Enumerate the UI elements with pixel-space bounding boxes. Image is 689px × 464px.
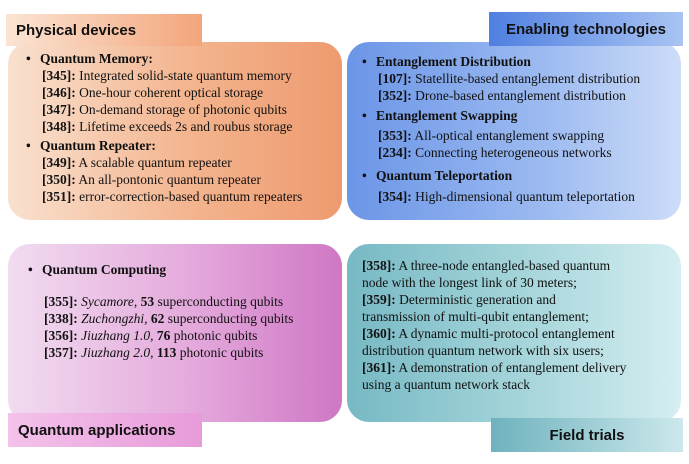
list-item: [354]: High-dimensional quantum teleport…	[378, 189, 635, 204]
list-item: [359]: Deterministic generation and	[362, 292, 556, 307]
list-item: [360]: A dynamic multi-protocol entangle…	[362, 326, 615, 341]
quantum-applications-title: Quantum applications	[18, 421, 176, 439]
enabling-technologies-list: Entanglement Distribution [107]: Statell…	[362, 53, 640, 205]
physical-devices-list: Quantum Memory: [345]: Integrated solid-…	[26, 50, 302, 205]
list-item: [345]: Integrated solid-state quantum me…	[42, 68, 292, 83]
group-heading: Entanglement Distribution	[362, 53, 640, 70]
field-trials-title: Field trials	[549, 426, 625, 444]
enabling-technologies-tag: Enabling technologies	[489, 12, 683, 46]
enabling-technologies-panel	[347, 42, 681, 220]
list-item-continuation: node with the longest link of 30 meters;	[362, 275, 577, 290]
list-item: [346]: One-hour coherent optical storage	[42, 85, 264, 100]
group-heading: Quantum Memory:	[26, 50, 302, 67]
quantum-applications-tag: Quantum applications	[8, 413, 202, 447]
list-item: [350]: An all-pontonic quantum repeater	[42, 172, 261, 187]
quantum-applications-list: Quantum Computing [355]: Sycamore, 53 su…	[28, 261, 293, 361]
group-heading: Quantum Teleportation	[362, 167, 640, 184]
list-item: [355]: Sycamore, 53 superconducting qubi…	[44, 294, 284, 309]
physical-devices-tag: Physical devices	[6, 14, 202, 46]
physical-devices-panel	[8, 42, 342, 220]
list-item: [352]: Drone-based entanglement distribu…	[378, 88, 626, 103]
list-item: [349]: A scalable quantum repeater	[42, 155, 232, 170]
enabling-technologies-title: Enabling technologies	[505, 20, 666, 38]
list-item: [347]: On-demand storage of photonic qub…	[42, 102, 287, 117]
field-trials-panel	[347, 244, 681, 422]
list-item: [234]: Connecting heterogeneous networks	[378, 145, 612, 160]
list-item: [348]: Lifetime exceeds 2s and roubus st…	[42, 119, 293, 134]
list-item-continuation: using a quantum network stack	[362, 377, 530, 392]
group-heading: Quantum Computing	[28, 261, 293, 278]
list-item-continuation: distribution quantum network with six us…	[362, 343, 604, 358]
list-item: [361]: A demonstration of entanglement d…	[362, 360, 627, 375]
physical-devices-title: Physical devices	[16, 21, 137, 39]
list-item: [107]: Statellite-based entanglement dis…	[378, 71, 641, 86]
list-item-continuation: transmission of multi-qubit entanglement…	[362, 309, 589, 324]
list-item: [356]: Jiuzhang 1.0, 76 photonic qubits	[44, 328, 258, 343]
group-heading: Quantum Repeater:	[26, 137, 302, 154]
list-item: [351]: error-correction-based quantum re…	[42, 189, 303, 204]
list-item: [338]: Zuchongzhi, 62 superconducting qu…	[44, 311, 294, 326]
group-heading: Entanglement Swapping	[362, 107, 640, 124]
list-item: [353]: All-optical entanglement swapping	[378, 128, 605, 143]
field-trials-tag: Field trials	[491, 418, 683, 452]
field-trials-list: [358]: A three-node entangled-based quan…	[362, 257, 626, 393]
list-item: [357]: Jiuzhang 2.0, 113 photonic qubits	[44, 345, 264, 360]
list-item: [358]: A three-node entangled-based quan…	[362, 258, 611, 273]
